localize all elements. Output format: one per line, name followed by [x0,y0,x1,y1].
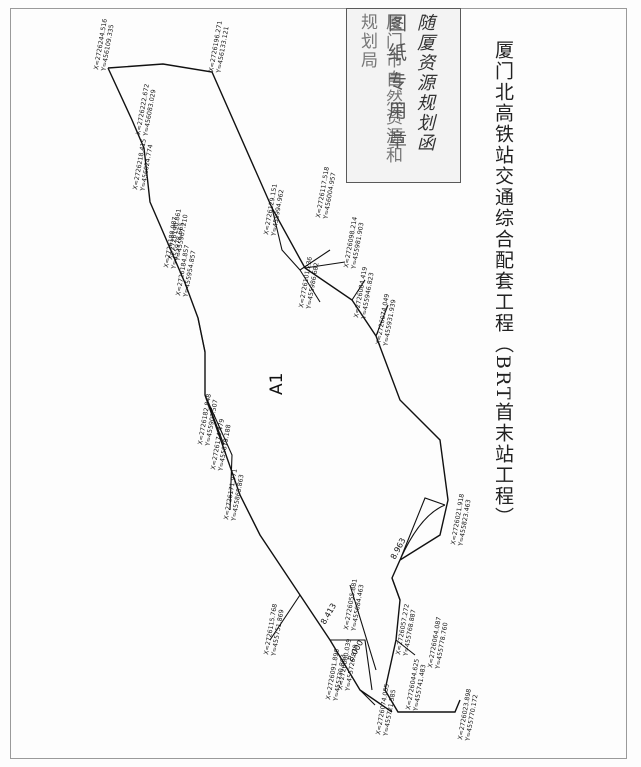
stamp-line: 厦门市自然资源和规划局 [357,13,402,165]
drawing-title: 厦门北高铁站交通综合配套工程（BRT首末站工程） [492,40,514,528]
stamp-line: 图 纸 专 用 章 [385,13,407,151]
stamp-line: 随厦资源规划函 [414,13,435,153]
boundary-arc [399,504,446,561]
approval-stamp: 厦门市自然资源和规划局 图 纸 专 用 章 随厦资源规划函 [346,8,461,183]
area-label: A1 [267,373,287,395]
boundary-branch [197,207,446,706]
page-border [10,8,627,759]
segment-label: 8.413 [319,602,338,626]
